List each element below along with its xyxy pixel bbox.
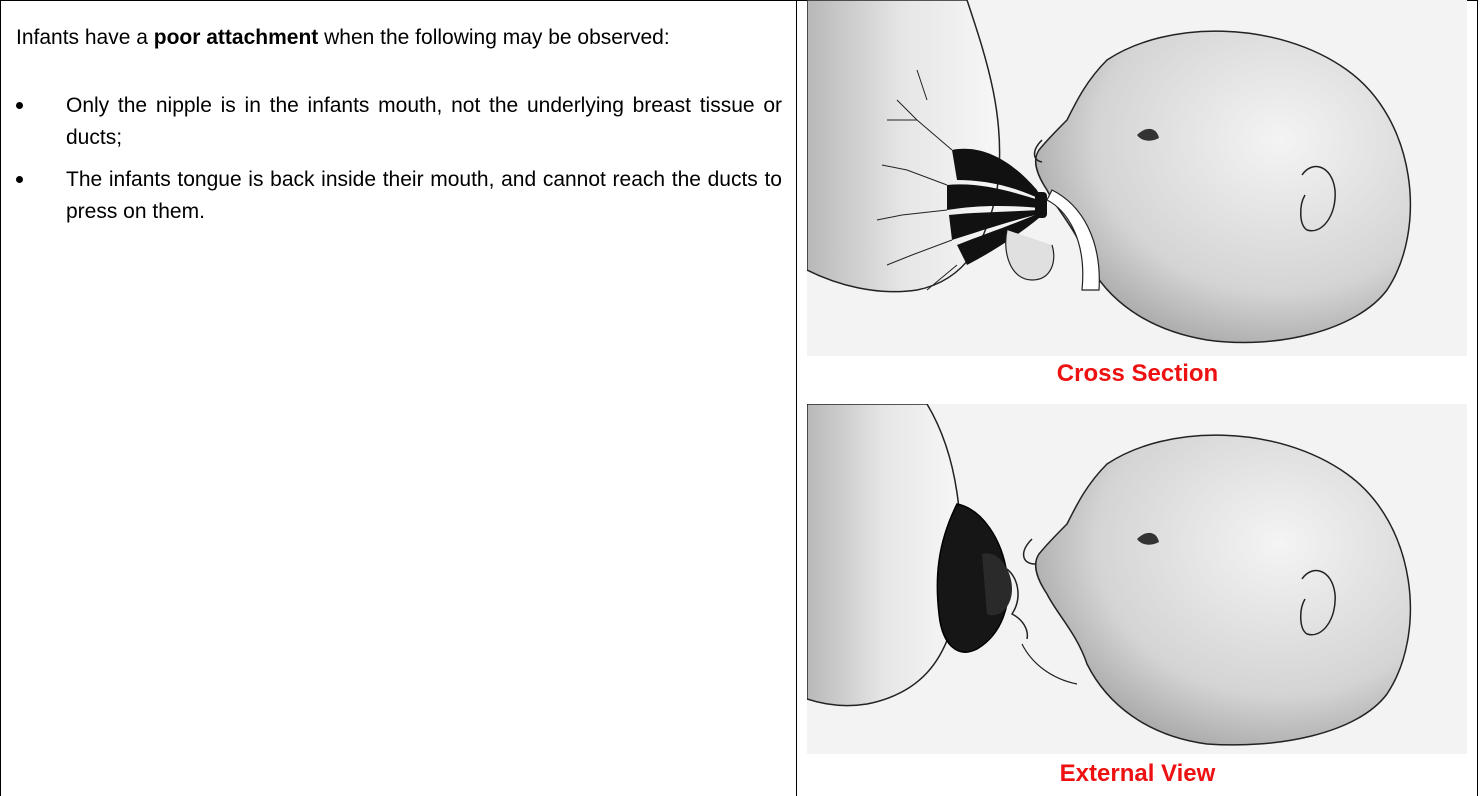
intro-text-start: Infants have a <box>16 26 154 49</box>
intro-paragraph: Infants have a poor attachment when the … <box>16 22 782 54</box>
list-item: The infants tongue is back inside their … <box>16 164 782 228</box>
external-view-caption: External View <box>797 760 1478 788</box>
external-view-illustration <box>807 404 1467 754</box>
external-view-drawing <box>807 404 1467 754</box>
text-cell: Infants have a poor attachment when the … <box>0 0 796 796</box>
cross-section-drawing <box>807 0 1467 356</box>
bullet-list: Only the nipple is in the infants mouth,… <box>16 90 782 238</box>
bullet-text: The infants tongue is back inside their … <box>66 168 782 223</box>
bullet-icon <box>16 176 23 183</box>
bullet-icon <box>16 102 23 109</box>
bullet-text: Only the nipple is in the infants mouth,… <box>66 94 782 149</box>
cross-section-caption: Cross Section <box>797 360 1478 388</box>
intro-text-end: when the following may be observed: <box>318 26 669 49</box>
intro-emphasis: poor attachment <box>154 26 319 49</box>
cross-section-illustration <box>807 0 1467 356</box>
illustration-cell: Cross Section <box>797 0 1478 796</box>
list-item: Only the nipple is in the infants mouth,… <box>16 90 782 154</box>
